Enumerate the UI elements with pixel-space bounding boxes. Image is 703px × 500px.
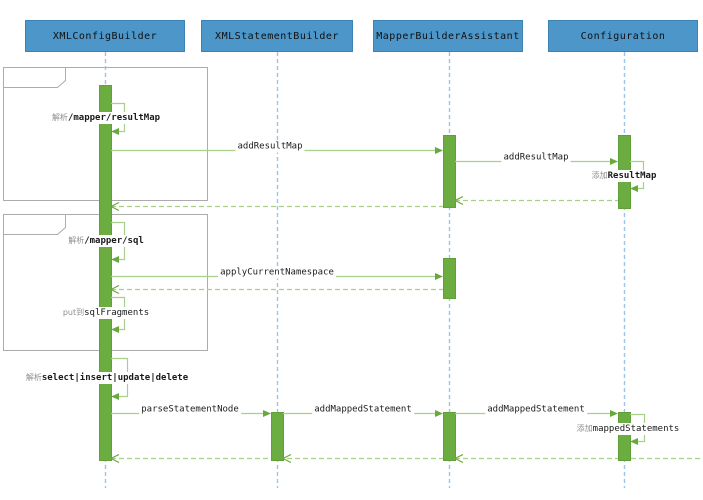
message-label-text: applyCurrentNamespace bbox=[220, 267, 334, 278]
message-label-text: addMappedStatement bbox=[487, 404, 585, 415]
participant-xmlconfigbuilder: XMLConfigBuilder bbox=[25, 20, 185, 52]
message-arrowhead bbox=[435, 147, 443, 154]
return-arrowhead bbox=[109, 453, 120, 464]
self-message-arrowhead bbox=[111, 128, 119, 135]
return-arrowhead bbox=[281, 453, 292, 464]
message-label: addResultMap bbox=[501, 152, 571, 164]
message-arrowhead bbox=[435, 410, 443, 417]
participant-xmlstatementbuilder: XMLStatementBuilder bbox=[201, 20, 353, 52]
return-arrowhead bbox=[109, 201, 120, 212]
message-label: addMappedStatement bbox=[312, 404, 414, 416]
activation-bar bbox=[618, 412, 631, 461]
message-label-text: addResultMap bbox=[237, 141, 303, 152]
participant-mapperbuilderassistant: MapperBuilderAssistant bbox=[373, 20, 523, 52]
message-arrowhead bbox=[435, 273, 443, 280]
return-arrowhead bbox=[453, 453, 464, 464]
self-message-label: 添加ResultMap bbox=[589, 170, 659, 182]
self-message-label: 添加mappedStatements bbox=[574, 423, 682, 435]
self-message-label-text: mappedStatements bbox=[592, 424, 680, 434]
activation-bar bbox=[443, 412, 456, 461]
self-message-arrowhead bbox=[111, 256, 119, 263]
message-arrowhead bbox=[610, 410, 618, 417]
return-arrowhead bbox=[109, 284, 120, 295]
return-arrowhead bbox=[453, 195, 464, 206]
participant-label: MapperBuilderAssistant bbox=[376, 30, 520, 42]
participant-label: Configuration bbox=[580, 30, 666, 42]
message-label-text: parseStatementNode bbox=[141, 404, 239, 415]
message-label: addResultMap bbox=[235, 141, 305, 153]
self-message-label-text: select|insert|update|delete bbox=[41, 373, 189, 383]
self-message-label-prefix: 解析 bbox=[68, 236, 85, 245]
self-message-label-text: /mapper/resultMap bbox=[67, 113, 161, 123]
self-message-label-text: ResultMap bbox=[607, 171, 657, 181]
self-message-label-prefix: put到 bbox=[62, 308, 85, 317]
activation-bar bbox=[99, 85, 112, 461]
self-message-arrowhead bbox=[111, 393, 119, 400]
fragment-frame-tab bbox=[3, 214, 66, 235]
fragment-frame-tab bbox=[3, 67, 66, 88]
self-message-label-text: /mapper/sql bbox=[84, 236, 144, 246]
message-arrowhead bbox=[263, 410, 271, 417]
self-message-label-prefix: 添加 bbox=[576, 424, 593, 433]
activation-bar bbox=[271, 412, 284, 461]
self-message-label-text: sqlFragments bbox=[84, 308, 150, 318]
self-message-label-prefix: 解析 bbox=[51, 113, 68, 122]
message-label-text: addMappedStatement bbox=[314, 404, 412, 415]
self-message-label: put到sqlFragments bbox=[60, 307, 152, 319]
activation-bar bbox=[443, 258, 456, 299]
participant-label: XMLConfigBuilder bbox=[52, 30, 158, 42]
activation-bar bbox=[443, 135, 456, 208]
self-message-arrowhead bbox=[630, 185, 638, 192]
self-message-label: 解析/mapper/resultMap bbox=[49, 112, 163, 124]
self-message-arrowhead bbox=[630, 438, 638, 445]
self-message-arrowhead bbox=[111, 326, 119, 333]
message-label: applyCurrentNamespace bbox=[218, 267, 336, 279]
self-message-label-prefix: 解析 bbox=[25, 373, 42, 382]
message-label-text: addResultMap bbox=[503, 152, 569, 163]
message-arrowhead bbox=[610, 158, 618, 165]
message-label: parseStatementNode bbox=[139, 404, 241, 416]
participant-configuration: Configuration bbox=[548, 20, 698, 52]
self-message-label: 解析select|insert|update|delete bbox=[23, 372, 191, 384]
self-message-label: 解析/mapper/sql bbox=[66, 235, 146, 247]
self-message-label-prefix: 添加 bbox=[591, 171, 608, 180]
participant-label: XMLStatementBuilder bbox=[215, 30, 339, 42]
message-label: addMappedStatement bbox=[485, 404, 587, 416]
